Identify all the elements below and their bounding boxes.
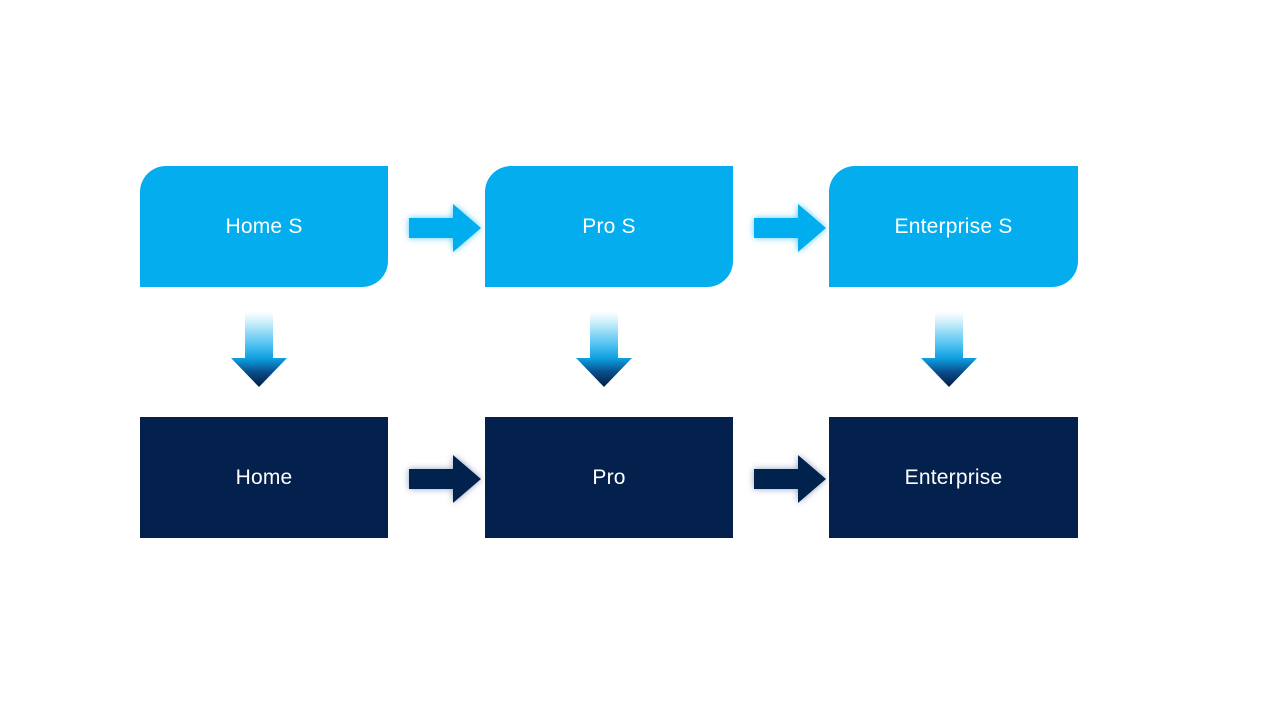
arrow-down-icon <box>918 310 980 390</box>
arrow-right-icon <box>405 199 485 257</box>
arrow-down-icon <box>573 310 635 390</box>
node-home-s[interactable]: Home S <box>140 166 388 287</box>
node-label: Pro <box>592 466 626 489</box>
node-pro-s[interactable]: Pro S <box>485 166 733 287</box>
node-label: Pro S <box>582 215 636 238</box>
node-enterprise[interactable]: Enterprise <box>829 417 1078 538</box>
arrow-right-icon <box>405 450 485 508</box>
node-pro[interactable]: Pro <box>485 417 733 538</box>
node-label: Enterprise S <box>894 215 1013 238</box>
arrow-right-icon <box>750 199 830 257</box>
node-label: Enterprise <box>904 466 1003 489</box>
arrow-right-icon <box>750 450 830 508</box>
node-enterprise-s[interactable]: Enterprise S <box>829 166 1078 287</box>
node-label: Home <box>235 466 293 489</box>
node-home[interactable]: Home <box>140 417 388 538</box>
arrow-down-icon <box>228 310 290 390</box>
node-label: Home S <box>225 215 303 238</box>
